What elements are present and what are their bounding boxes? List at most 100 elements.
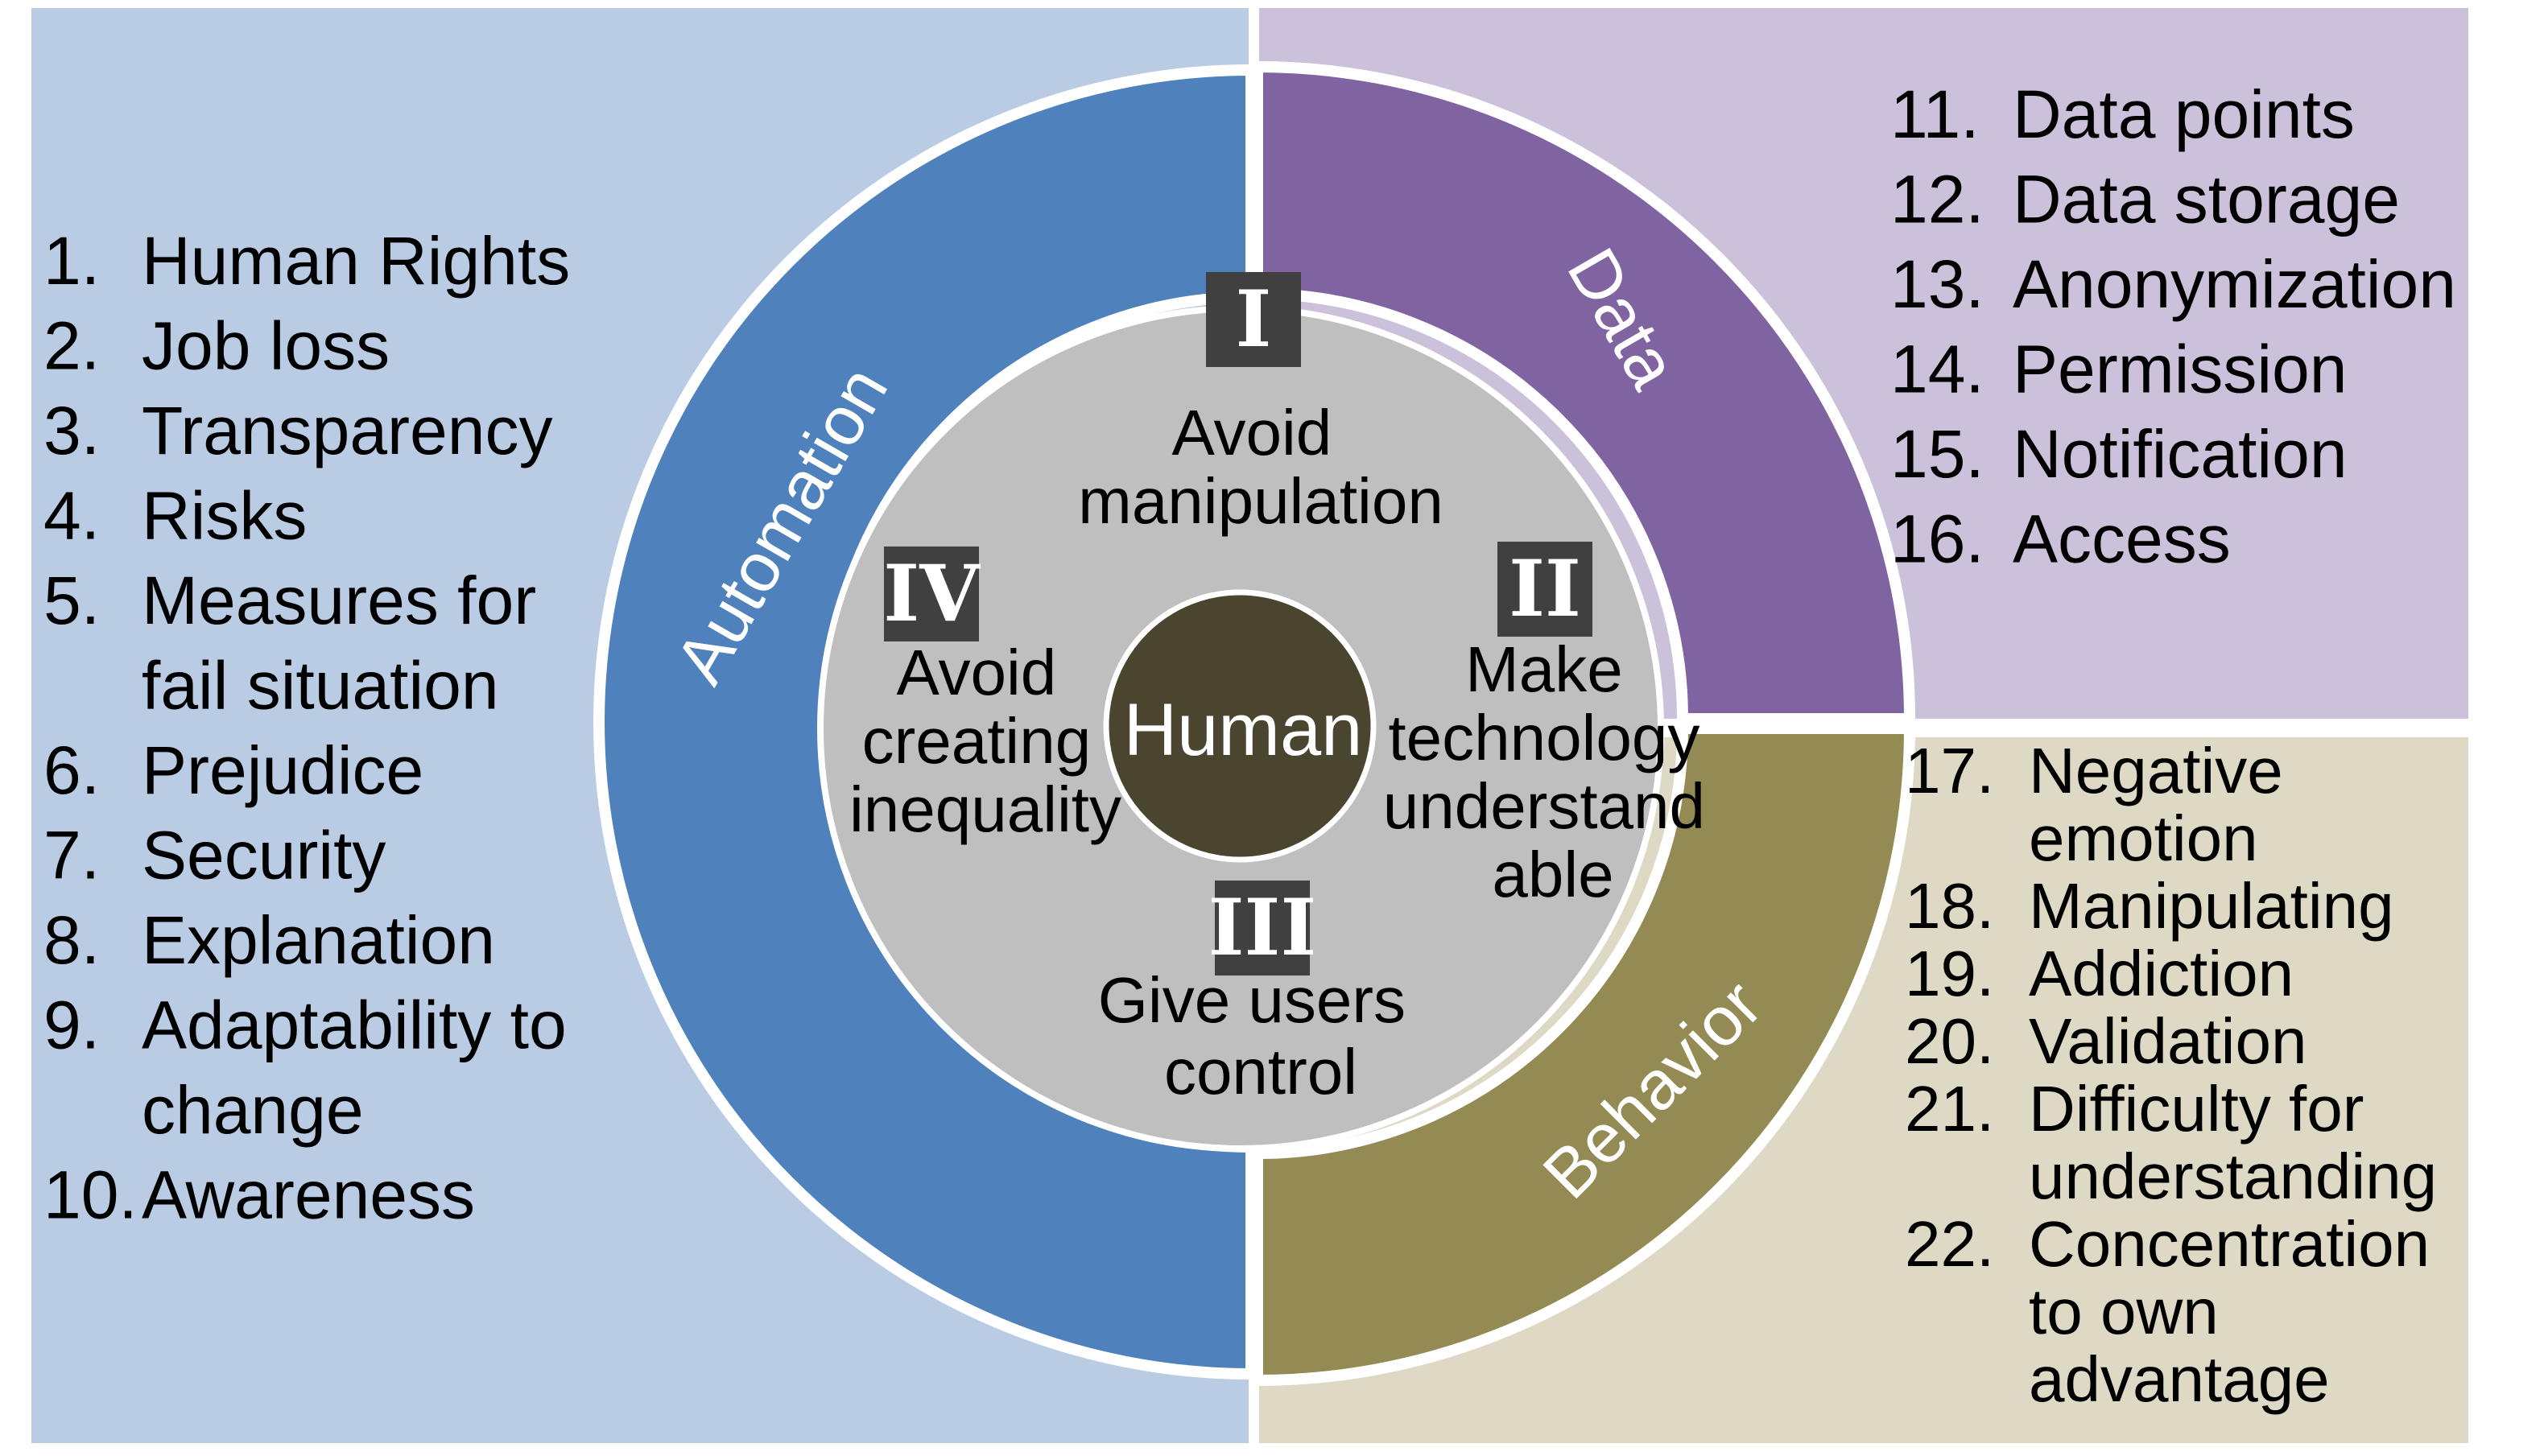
badge-background	[884, 547, 979, 641]
badge-background	[1497, 542, 1592, 637]
principle-badge-2: II	[1497, 542, 1592, 637]
list-item-text: Data storage	[2013, 162, 2400, 237]
list-item: 3. Transparency	[43, 393, 552, 468]
list-item-number: 5.	[43, 563, 100, 638]
principle-line: Give users	[1098, 964, 1406, 1036]
list-item-text: Prejudice	[142, 732, 423, 808]
list-item: 10.Awareness	[43, 1157, 475, 1233]
principle-line: Avoid	[1172, 397, 1332, 468]
list-item-text: Security	[142, 818, 386, 893]
list-item-number: 21.	[1905, 1073, 1994, 1145]
list-item-text: Risks	[142, 478, 307, 554]
principle-3-text: Give users control	[1098, 964, 1424, 1107]
list-item-number: 14.	[1890, 332, 1984, 407]
list-item-text: advantage	[2029, 1343, 2330, 1415]
list-item: 20.Validation	[1905, 1005, 2307, 1077]
list-item-number: 16.	[1890, 501, 1984, 577]
list-item-text: to own	[2029, 1276, 2219, 1347]
principle-line: Make	[1465, 633, 1623, 705]
list-item: 9. Adaptability to change	[43, 988, 567, 1149]
list-item-text: Concentration	[2029, 1208, 2430, 1280]
list-item-text: Adaptability to	[142, 988, 567, 1063]
list-item: 12. Data storage	[1890, 162, 2400, 237]
list-item: 6. Prejudice	[43, 732, 423, 808]
list-item-text: Access	[2013, 501, 2231, 577]
list-item-text: Negative	[2029, 735, 2283, 806]
data-issues-list: 11. Data points 12. Data storage 13. Anonymiz…	[1890, 76, 2456, 577]
list-item-number: 7.	[43, 818, 100, 893]
principle-1-text: Avoid manipulation	[1078, 397, 1443, 537]
list-item-number: 17.	[1905, 735, 1994, 806]
list-item: 14.Permission	[1890, 332, 2347, 407]
list-item: 18. Manipulating	[1905, 870, 2394, 942]
list-item: 11. Data points	[1890, 76, 2355, 152]
list-item-text: fail situation	[142, 648, 499, 724]
list-item-number: 3.	[43, 393, 100, 468]
list-item-number: 12.	[1890, 162, 1984, 237]
list-item-number: 1.	[43, 223, 100, 299]
list-item-number: 11.	[1890, 76, 1980, 152]
automation-issues-list: 1. Human Rights 2. Job loss 3. Transparency 4.…	[43, 223, 570, 1233]
behavior-ring-segment	[1252, 723, 1916, 1387]
list-item-number: 10.	[43, 1157, 138, 1233]
list-item-text: Explanation	[142, 902, 495, 978]
principle-line: manipulation	[1078, 465, 1443, 537]
list-item-text: Awareness	[142, 1157, 475, 1233]
principle-line: inequality	[849, 773, 1121, 845]
list-item: 2. Job loss	[43, 308, 390, 384]
list-item-text: Difficulty for	[2029, 1073, 2364, 1145]
badge-numeral: III	[1208, 882, 1317, 973]
human-label: Human	[1124, 689, 1363, 771]
list-item-number: 22.	[1905, 1208, 1994, 1280]
list-item-number: 9.	[43, 988, 100, 1063]
badge-numeral: IV	[883, 548, 981, 639]
human-circle	[1103, 589, 1377, 863]
principle-line: control	[1164, 1036, 1357, 1107]
list-item: 19. Addiction	[1905, 938, 2294, 1009]
badge-background	[1206, 272, 1301, 367]
list-item: 8. Explanation	[43, 902, 495, 978]
list-item: 7. Security	[43, 818, 386, 893]
list-item-number: 19.	[1905, 938, 1994, 1009]
principle-badge-4: IV	[883, 547, 981, 641]
list-item-text: Job loss	[142, 308, 390, 384]
principle-line: able	[1492, 839, 1613, 910]
list-item-text: Human Rights	[142, 223, 570, 299]
list-item-number: 2.	[43, 308, 100, 384]
list-item-number: 15.	[1890, 416, 1984, 492]
list-item: 13. Anonymization	[1890, 246, 2456, 322]
badge-numeral: II	[1509, 543, 1581, 634]
list-item-text: emotion	[2029, 802, 2258, 874]
list-item: 4. Risks	[43, 478, 307, 554]
principle-line: Avoid	[897, 637, 1057, 708]
badge-numeral: I	[1236, 274, 1272, 365]
list-item-text: Notification	[2013, 416, 2348, 492]
list-item-number: 13.	[1890, 246, 1984, 322]
principle-badge-1: I	[1206, 272, 1301, 367]
principle-line: understand	[1383, 770, 1705, 842]
list-item-text: Transparency	[142, 393, 552, 468]
list-item-number: 4.	[43, 478, 100, 554]
principle-4-text: Avoid creating inequality	[849, 637, 1121, 845]
list-item: 1. Human Rights	[43, 223, 570, 299]
list-item: 15. Notification	[1890, 416, 2348, 492]
list-item-text: Manipulating	[2029, 870, 2394, 942]
list-item-number: 6.	[43, 732, 100, 808]
list-item-text: Anonymization	[2013, 246, 2456, 322]
list-item-text: Addiction	[2029, 938, 2294, 1009]
list-item-text: Data points	[2013, 76, 2355, 152]
badge-background	[1215, 881, 1310, 975]
list-item: 16. Access	[1890, 501, 2231, 577]
list-item-text: understanding	[2029, 1140, 2437, 1212]
list-item-number: 18.	[1905, 870, 1994, 942]
principle-badge-3: III	[1208, 881, 1317, 975]
principle-2-text: Make technology understand able	[1383, 633, 1724, 910]
list-item-number: 8.	[43, 902, 100, 978]
list-item-text: change	[142, 1072, 364, 1148]
